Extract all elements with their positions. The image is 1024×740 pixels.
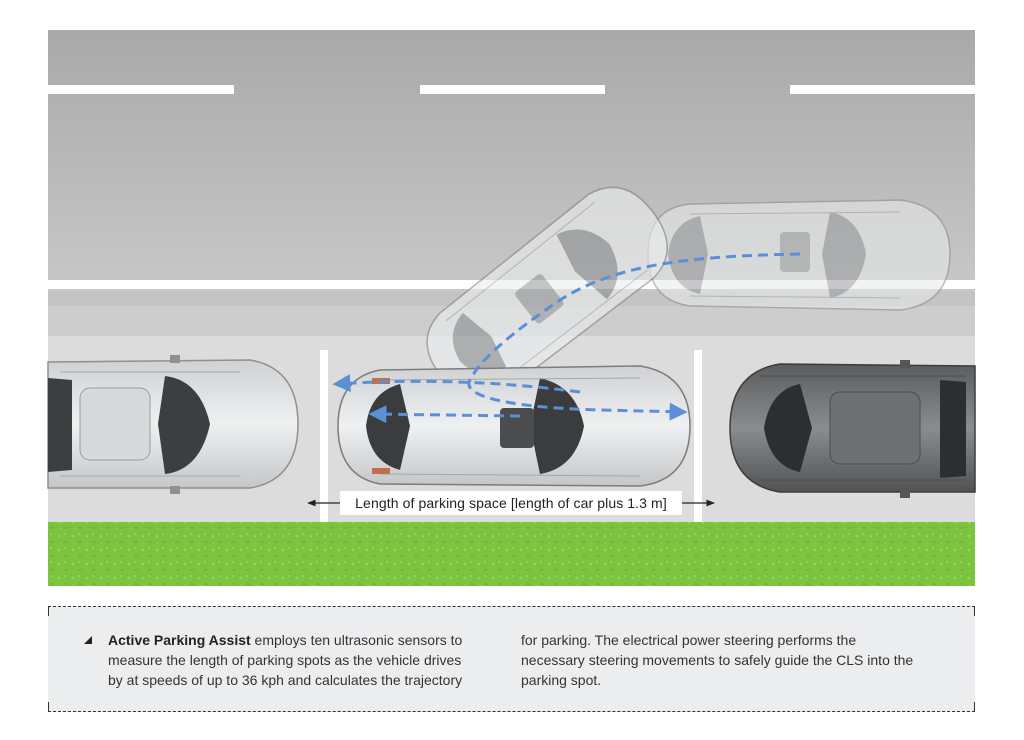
caption-lead: Active Parking Assist [108, 632, 251, 648]
caption-col1-text: employs ten ultrasonic sensors to measur… [108, 632, 463, 688]
caption-border-top [48, 606, 975, 607]
parked-car-left [47, 355, 299, 494]
ghost-car-angled [426, 186, 668, 401]
sensor-sweep-arrow [332, 374, 581, 394]
triangle-bullet-icon [84, 636, 92, 644]
parked-car-target [337, 365, 691, 487]
lane-marking [48, 85, 234, 94]
caption-corner-tick [48, 606, 49, 616]
parking-space-label: Length of parking space [length of car p… [340, 491, 682, 515]
caption-corner-tick [974, 606, 975, 616]
caption-column-1: Active Parking Assist employs ten ultras… [108, 630, 468, 690]
trajectory-path [467, 252, 801, 421]
caption-corner-tick [48, 702, 49, 712]
parking-diagram [47, 30, 976, 586]
caption-corner-tick [974, 702, 975, 712]
grass [48, 522, 975, 586]
caption-border-bottom [48, 711, 975, 712]
lane-marking [790, 85, 975, 94]
sensor-line-arrow [368, 405, 521, 424]
caption-column-2: for parking. The electrical power steeri… [521, 632, 914, 688]
caption-box: Active Parking Assist employs ten ultras… [48, 606, 975, 712]
bay-divider-left [320, 350, 328, 522]
parked-car-right [729, 360, 976, 498]
lane-marking [420, 85, 605, 94]
bay-divider-right [694, 350, 702, 522]
